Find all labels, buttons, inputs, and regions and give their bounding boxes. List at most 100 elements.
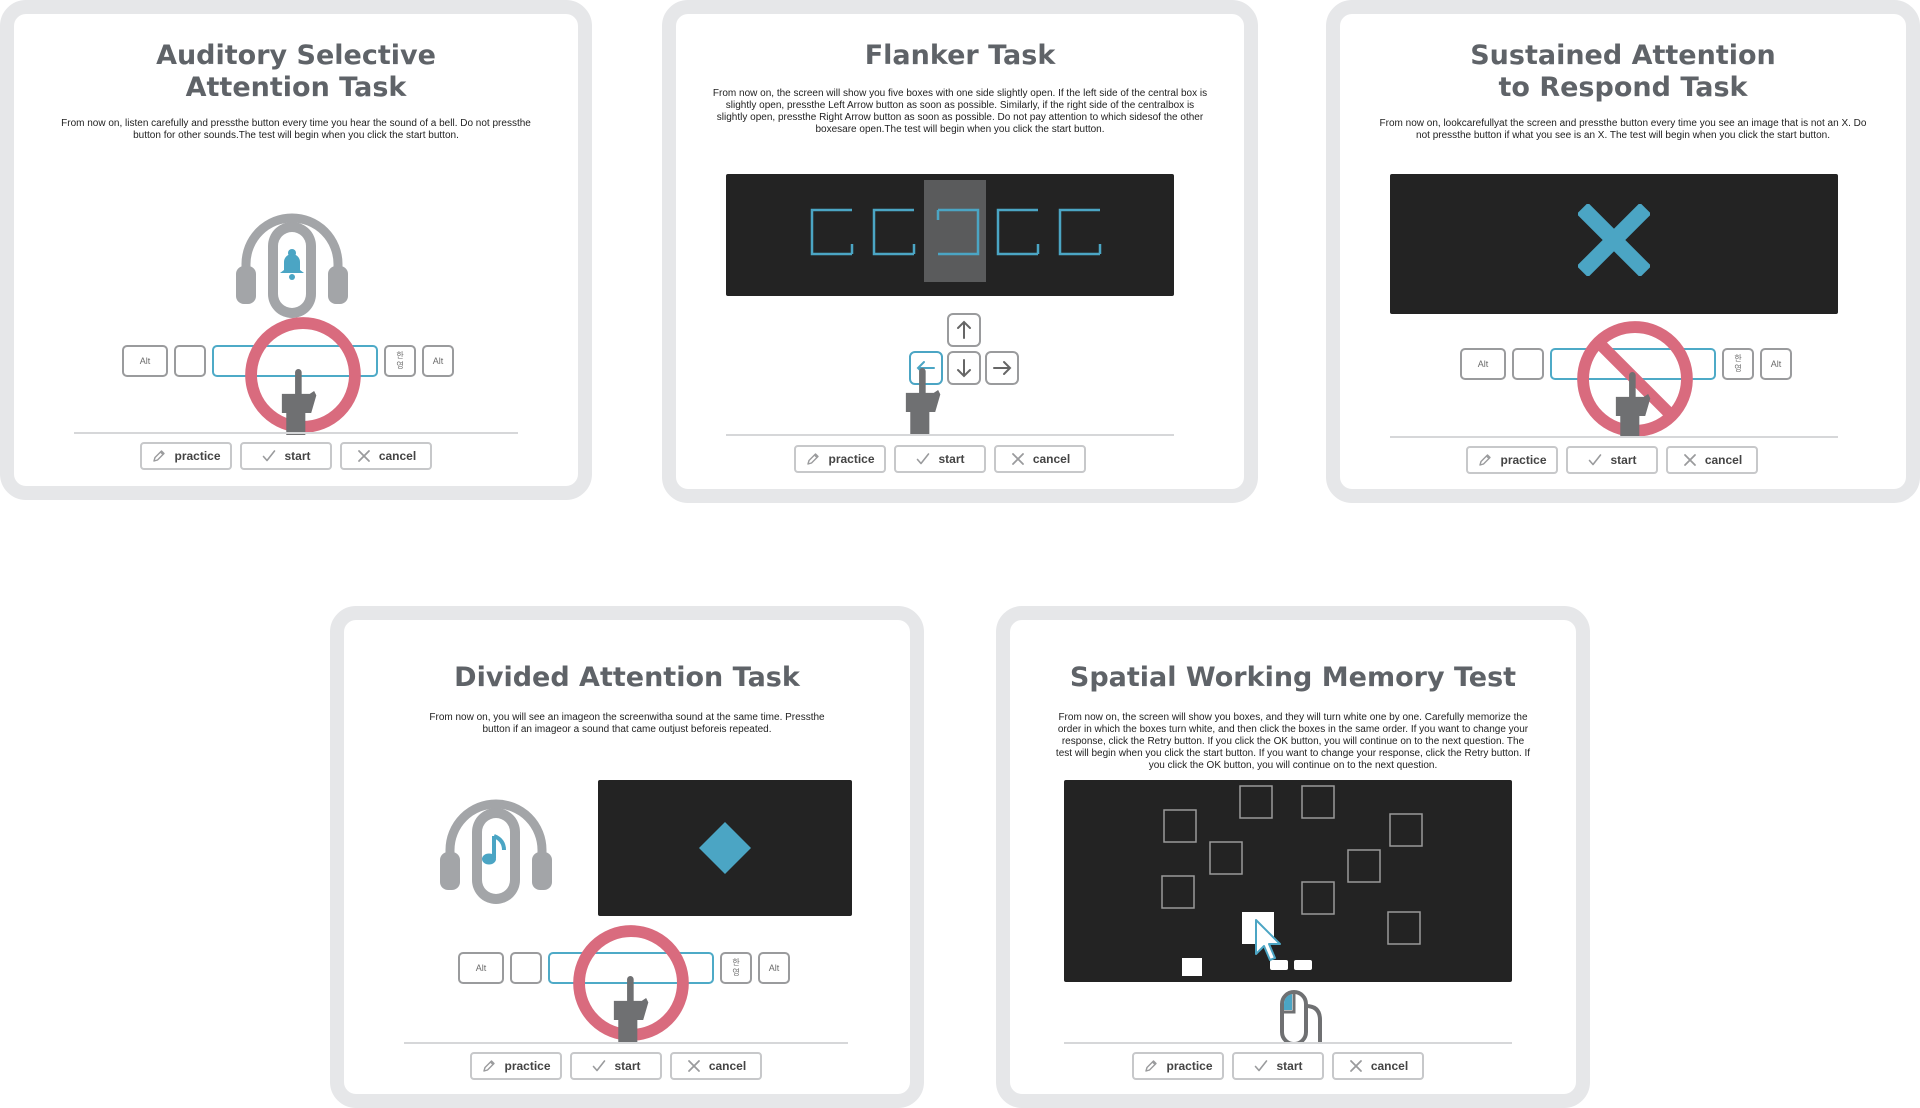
ok-mini-button xyxy=(1294,960,1312,970)
cancel-button[interactable]: cancel xyxy=(1332,1052,1424,1080)
check-icon xyxy=(1587,452,1603,468)
flanker-boxes xyxy=(810,208,1102,256)
arrow-right-icon xyxy=(993,361,1012,375)
windows-key xyxy=(510,952,542,984)
auditory-task-card: Auditory Selective Attention Task From n… xyxy=(0,0,592,500)
card-title: Auditory Selective Attention Task xyxy=(14,40,578,104)
start-button[interactable]: start xyxy=(570,1052,662,1080)
card-title: Sustained Attention to Respond Task xyxy=(1340,40,1906,104)
button-group: practice start cancel xyxy=(1132,1052,1424,1080)
windows-key xyxy=(1512,348,1544,380)
pencil-icon xyxy=(1143,1058,1159,1074)
mouse-icon xyxy=(1280,990,1322,1042)
memory-box xyxy=(1301,881,1335,915)
cancel-button[interactable]: cancel xyxy=(994,445,1086,473)
start-button[interactable]: start xyxy=(894,445,986,473)
divided-attention-task-card: Divided Attention Task From now on, you … xyxy=(330,606,924,1108)
practice-button[interactable]: practice xyxy=(1466,446,1558,474)
pencil-icon xyxy=(151,448,167,464)
divider xyxy=(1064,1042,1512,1044)
check-icon xyxy=(915,451,931,467)
cursor-icon xyxy=(1255,919,1281,961)
practice-button[interactable]: practice xyxy=(470,1052,562,1080)
title-line-2: Attention Task xyxy=(185,72,407,103)
memory-box-active xyxy=(1182,958,1202,976)
start-button[interactable]: start xyxy=(1566,446,1658,474)
task-description: From now on, the screen will show you bo… xyxy=(1055,712,1531,771)
flanker-box-4 xyxy=(996,208,1040,256)
pencil-icon xyxy=(805,451,821,467)
x-icon xyxy=(1348,1058,1364,1074)
diamond-icon xyxy=(699,822,751,874)
spatial-working-memory-card: Spatial Working Memory Test From now on,… xyxy=(996,606,1590,1108)
divider xyxy=(74,432,518,434)
pencil-icon xyxy=(481,1058,497,1074)
alt-key-right: Alt xyxy=(422,345,454,377)
sustained-attention-task-card: Sustained Attention to Respond Task From… xyxy=(1326,0,1920,503)
button-group: practice start cancel xyxy=(140,442,432,470)
memory-box xyxy=(1161,875,1195,909)
divider xyxy=(726,434,1174,436)
check-icon xyxy=(261,448,277,464)
arrow-down-icon xyxy=(957,359,971,378)
card-title: Divided Attention Task xyxy=(454,662,800,693)
title-line-1: Auditory Selective xyxy=(156,40,436,71)
hand-icon xyxy=(900,368,944,434)
cancel-button[interactable]: cancel xyxy=(670,1052,762,1080)
center-highlight xyxy=(924,180,986,282)
check-icon xyxy=(591,1058,607,1074)
button-group: practice start cancel xyxy=(1466,446,1758,474)
retry-mini-button xyxy=(1270,960,1288,970)
alt-key-left: Alt xyxy=(122,345,168,377)
title-line-1: Sustained Attention xyxy=(1470,40,1776,71)
cancel-button[interactable]: cancel xyxy=(340,442,432,470)
arrow-keys xyxy=(909,313,1019,385)
hand-icon xyxy=(276,369,320,435)
memory-box xyxy=(1301,785,1335,819)
x-icon xyxy=(356,448,372,464)
memory-box xyxy=(1347,849,1381,883)
task-description: From now on, listen carefully and presst… xyxy=(61,118,531,141)
music-note-icon xyxy=(482,834,506,865)
practice-button[interactable]: practice xyxy=(1132,1052,1224,1080)
pencil-icon xyxy=(1477,452,1493,468)
alt-key-right: Alt xyxy=(758,952,790,984)
alt-key-right: Alt xyxy=(1760,348,1792,380)
flanker-box-2 xyxy=(872,208,916,256)
start-button[interactable]: start xyxy=(1232,1052,1324,1080)
x-icon xyxy=(1010,451,1026,467)
x-mark-icon xyxy=(1578,204,1650,276)
stimulus-screen xyxy=(1064,780,1512,982)
button-group: practice start cancel xyxy=(470,1052,762,1080)
x-icon xyxy=(686,1058,702,1074)
practice-button[interactable]: practice xyxy=(794,445,886,473)
task-description: From now on, the screen will show you fi… xyxy=(712,88,1208,135)
task-description: From now on, lookcarefullyat the screen … xyxy=(1379,118,1867,141)
cancel-button[interactable]: cancel xyxy=(1666,446,1758,474)
title-line-2: to Respond Task xyxy=(1498,72,1748,103)
memory-box xyxy=(1163,809,1197,843)
arrow-up-icon xyxy=(957,320,971,339)
hand-icon xyxy=(608,976,652,1042)
flanker-box-3-target xyxy=(936,208,980,256)
x-icon xyxy=(1682,452,1698,468)
divider xyxy=(404,1042,848,1044)
start-button[interactable]: start xyxy=(240,442,332,470)
button-group: practice start cancel xyxy=(794,445,1086,473)
stimulus-screen xyxy=(1390,174,1838,314)
bell-icon xyxy=(280,249,304,280)
memory-grid xyxy=(1161,785,1423,976)
flanker-box-5 xyxy=(1058,208,1102,256)
memory-box xyxy=(1239,785,1273,819)
memory-box xyxy=(1389,813,1423,847)
practice-button[interactable]: practice xyxy=(140,442,232,470)
flanker-box-1 xyxy=(810,208,854,256)
hand-icon xyxy=(1610,372,1654,438)
stimulus-screen xyxy=(726,174,1174,296)
alt-key-left: Alt xyxy=(1460,348,1506,380)
windows-key xyxy=(174,345,206,377)
divider xyxy=(1390,436,1838,438)
stimulus-screen xyxy=(598,780,852,916)
